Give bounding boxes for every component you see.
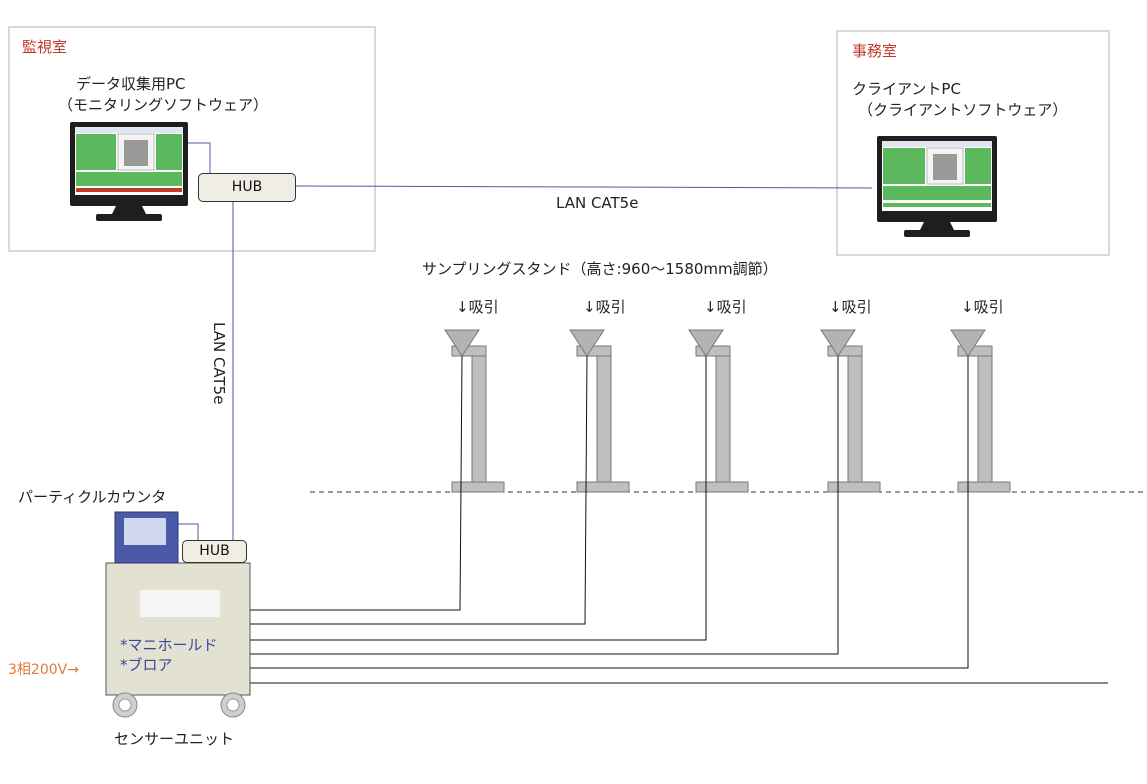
sampling-tubes xyxy=(250,355,1108,684)
monitor-icon xyxy=(70,122,188,221)
sampling-stand xyxy=(569,329,630,493)
sensor-unit-caption: センサーユニット xyxy=(114,730,235,748)
data-pc-label-line2: （モニタリングソフトウェア） xyxy=(58,96,269,114)
pc-to-hub-cable xyxy=(186,142,211,173)
tube-3 xyxy=(250,356,707,641)
data-pc-label-line1: データ収集用PC xyxy=(76,75,186,93)
tube-1 xyxy=(250,355,463,611)
client-pc-label-line2: （クライアントソフトウェア） xyxy=(858,101,1068,119)
tube-5 xyxy=(250,356,969,669)
office-room-label: 事務室 xyxy=(852,42,898,60)
monitoring-room-box xyxy=(8,26,376,252)
tube-4 xyxy=(250,356,839,655)
suction-label: ↓吸引 xyxy=(583,298,626,316)
monitoring-room-label: 監視室 xyxy=(22,38,68,56)
sampling-stand xyxy=(688,329,749,493)
sampling-stand xyxy=(950,329,1011,493)
hub-counter: HUB xyxy=(182,540,247,563)
particle-counter-label: パーティクルカウンタ xyxy=(18,488,167,506)
sensor-unit-cabinet xyxy=(105,562,251,696)
lan-label-horizontal: LAN CAT5e xyxy=(556,194,639,212)
suction-label: ↓吸引 xyxy=(456,298,499,316)
manifold-label: *マニホールド xyxy=(120,636,218,654)
sampling-stand-title: サンプリングスタンド（高さ:960〜1580mm調節） xyxy=(422,260,778,278)
lan-label-vertical: LAN CAT5e xyxy=(210,322,228,405)
hub-to-client-cable xyxy=(294,185,873,189)
tube-2 xyxy=(250,355,588,625)
sampling-stand xyxy=(820,329,881,493)
sampling-stand xyxy=(444,329,505,493)
caster-wheel-icon xyxy=(220,692,246,718)
counter-to-hub-cable xyxy=(178,523,199,540)
suction-label: ↓吸引 xyxy=(704,298,747,316)
particle-counter xyxy=(114,511,179,564)
suction-label: ↓吸引 xyxy=(829,298,872,316)
blower-label: *ブロア xyxy=(120,656,173,674)
suction-label: ↓吸引 xyxy=(961,298,1004,316)
lan-lines xyxy=(178,142,873,540)
caster-wheel-icon xyxy=(112,692,138,718)
monitor-icon xyxy=(877,136,997,237)
power-label: 3相200V→ xyxy=(8,662,79,678)
client-pc-label-line1: クライアントPC xyxy=(852,80,961,98)
hub-main: HUB xyxy=(198,173,296,202)
